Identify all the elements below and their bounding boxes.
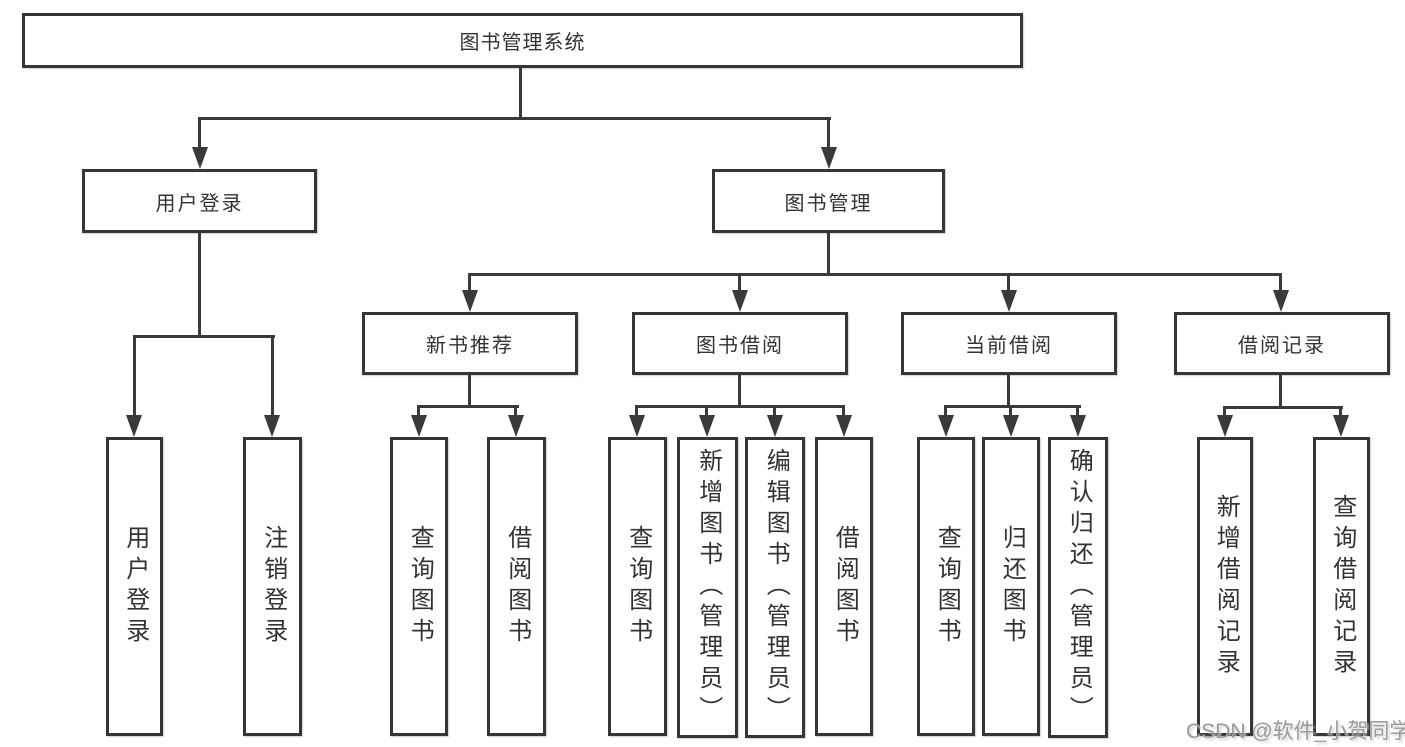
connector-line (1007, 275, 1010, 293)
leaf-recommend-borrow-books: 借阅图书 (487, 437, 546, 736)
arrow-down-icon (462, 290, 478, 312)
leaf-borrowing-edit-books-admin-label: 编辑图书（管理员） (762, 448, 790, 727)
connector-line (133, 335, 275, 338)
connector-line (468, 273, 1282, 276)
node-borrowing-records: 借阅记录 (1174, 312, 1390, 375)
node-book-management-label: 图书管理 (784, 192, 873, 215)
leaf-borrowing-borrow-books: 借阅图书 (815, 437, 873, 736)
connector-line (271, 337, 274, 417)
node-user-login-label: 用户登录 (155, 192, 244, 215)
node-new-book-recommend: 新书推荐 (362, 312, 578, 375)
connector-line (133, 337, 136, 417)
node-book-management: 图书管理 (712, 169, 945, 233)
connector-line (1007, 375, 1010, 408)
connector-line (468, 375, 471, 408)
leaf-borrowing-add-books-admin-label: 新增图书（管理员） (694, 448, 722, 727)
connector-line (198, 117, 831, 120)
arrow-down-icon (821, 147, 837, 169)
leaf-records-query-record: 查询借阅记录 (1313, 437, 1370, 736)
node-root-system-label: 图书管理系统 (459, 32, 586, 54)
leaf-logout-label: 注销登录 (259, 524, 287, 649)
leaf-records-add-record-label: 新增借阅记录 (1212, 493, 1240, 680)
connector-line (738, 375, 741, 408)
arrow-down-icon (836, 415, 852, 437)
connector-line (1223, 406, 1343, 409)
arrow-down-icon (508, 415, 524, 437)
connector-line (198, 119, 201, 151)
connector-line (1223, 408, 1226, 418)
leaf-recommend-query-books-label: 查询图书 (406, 524, 434, 649)
csdn-watermark: CSDN @软件_小贺同学 (1186, 720, 1405, 743)
leaf-records-add-record: 新增借阅记录 (1197, 437, 1253, 736)
connector-line (417, 407, 420, 419)
connector-line (635, 405, 845, 408)
connector-line (842, 407, 845, 419)
arrow-down-icon (1333, 415, 1349, 437)
arrow-down-icon (629, 415, 645, 437)
node-book-borrowing: 图书借阅 (632, 312, 848, 375)
leaf-logout: 注销登录 (243, 437, 302, 736)
leaf-current-confirm-return-admin-label: 确认归还（管理员） (1065, 448, 1093, 727)
node-new-book-recommend-label: 新书推荐 (426, 335, 514, 357)
node-book-borrowing-label: 图书借阅 (696, 335, 784, 357)
leaf-borrowing-add-books-admin: 新增图书（管理员） (677, 437, 738, 738)
arrow-down-icon (1273, 290, 1289, 312)
connector-line (827, 119, 830, 151)
connector-line (519, 68, 522, 120)
connector-line (738, 275, 741, 293)
arrow-down-icon (192, 147, 208, 169)
arrow-down-icon (699, 415, 715, 437)
node-user-login: 用户登录 (82, 169, 317, 233)
connector-line (1279, 375, 1282, 409)
arrow-down-icon (938, 415, 954, 437)
arrow-down-icon (1003, 415, 1019, 437)
leaf-current-return-books: 归还图书 (982, 437, 1040, 736)
connector-line (1339, 408, 1342, 418)
connector-line (417, 405, 519, 408)
leaf-borrowing-borrow-books-label: 借阅图书 (831, 524, 859, 649)
arrow-down-icon (411, 415, 427, 437)
node-current-borrowing-label: 当前借阅 (965, 335, 1053, 357)
connector-line (773, 407, 776, 419)
leaf-borrowing-edit-books-admin: 编辑图书（管理员） (745, 437, 805, 738)
leaf-current-confirm-return-admin: 确认归还（管理员） (1048, 437, 1108, 738)
connector-line (635, 407, 638, 419)
arrow-down-icon (126, 415, 142, 437)
leaf-borrowing-query-books-label: 查询图书 (624, 524, 652, 649)
leaf-records-query-record-label: 查询借阅记录 (1328, 493, 1356, 680)
leaf-recommend-borrow-books-label: 借阅图书 (503, 524, 531, 649)
connector-line (468, 275, 471, 293)
connector-line (514, 407, 517, 419)
connector-line (1009, 407, 1012, 419)
arrow-down-icon (1001, 290, 1017, 312)
arrow-down-icon (264, 415, 280, 437)
connector-line (1076, 407, 1079, 419)
leaf-recommend-query-books: 查询图书 (390, 437, 448, 736)
leaf-current-query-books: 查询图书 (917, 437, 975, 736)
arrow-down-icon (1070, 415, 1086, 437)
connector-line (827, 233, 830, 276)
connector-line (1279, 275, 1282, 293)
connector-line (705, 407, 708, 419)
connector-line (944, 405, 1081, 408)
node-root-system: 图书管理系统 (22, 13, 1023, 68)
leaf-user-login-label: 用户登录 (121, 524, 149, 649)
leaf-current-return-books-label: 归还图书 (998, 524, 1026, 649)
arrow-down-icon (767, 415, 783, 437)
connector-line (198, 232, 201, 338)
leaf-current-query-books-label: 查询图书 (933, 524, 961, 649)
node-current-borrowing: 当前借阅 (901, 312, 1117, 375)
connector-line (944, 407, 947, 419)
arrow-down-icon (732, 290, 748, 312)
arrow-down-icon (1217, 415, 1233, 437)
leaf-user-login: 用户登录 (106, 437, 163, 736)
leaf-borrowing-query-books: 查询图书 (608, 437, 667, 736)
node-borrowing-records-label: 借阅记录 (1238, 335, 1326, 357)
